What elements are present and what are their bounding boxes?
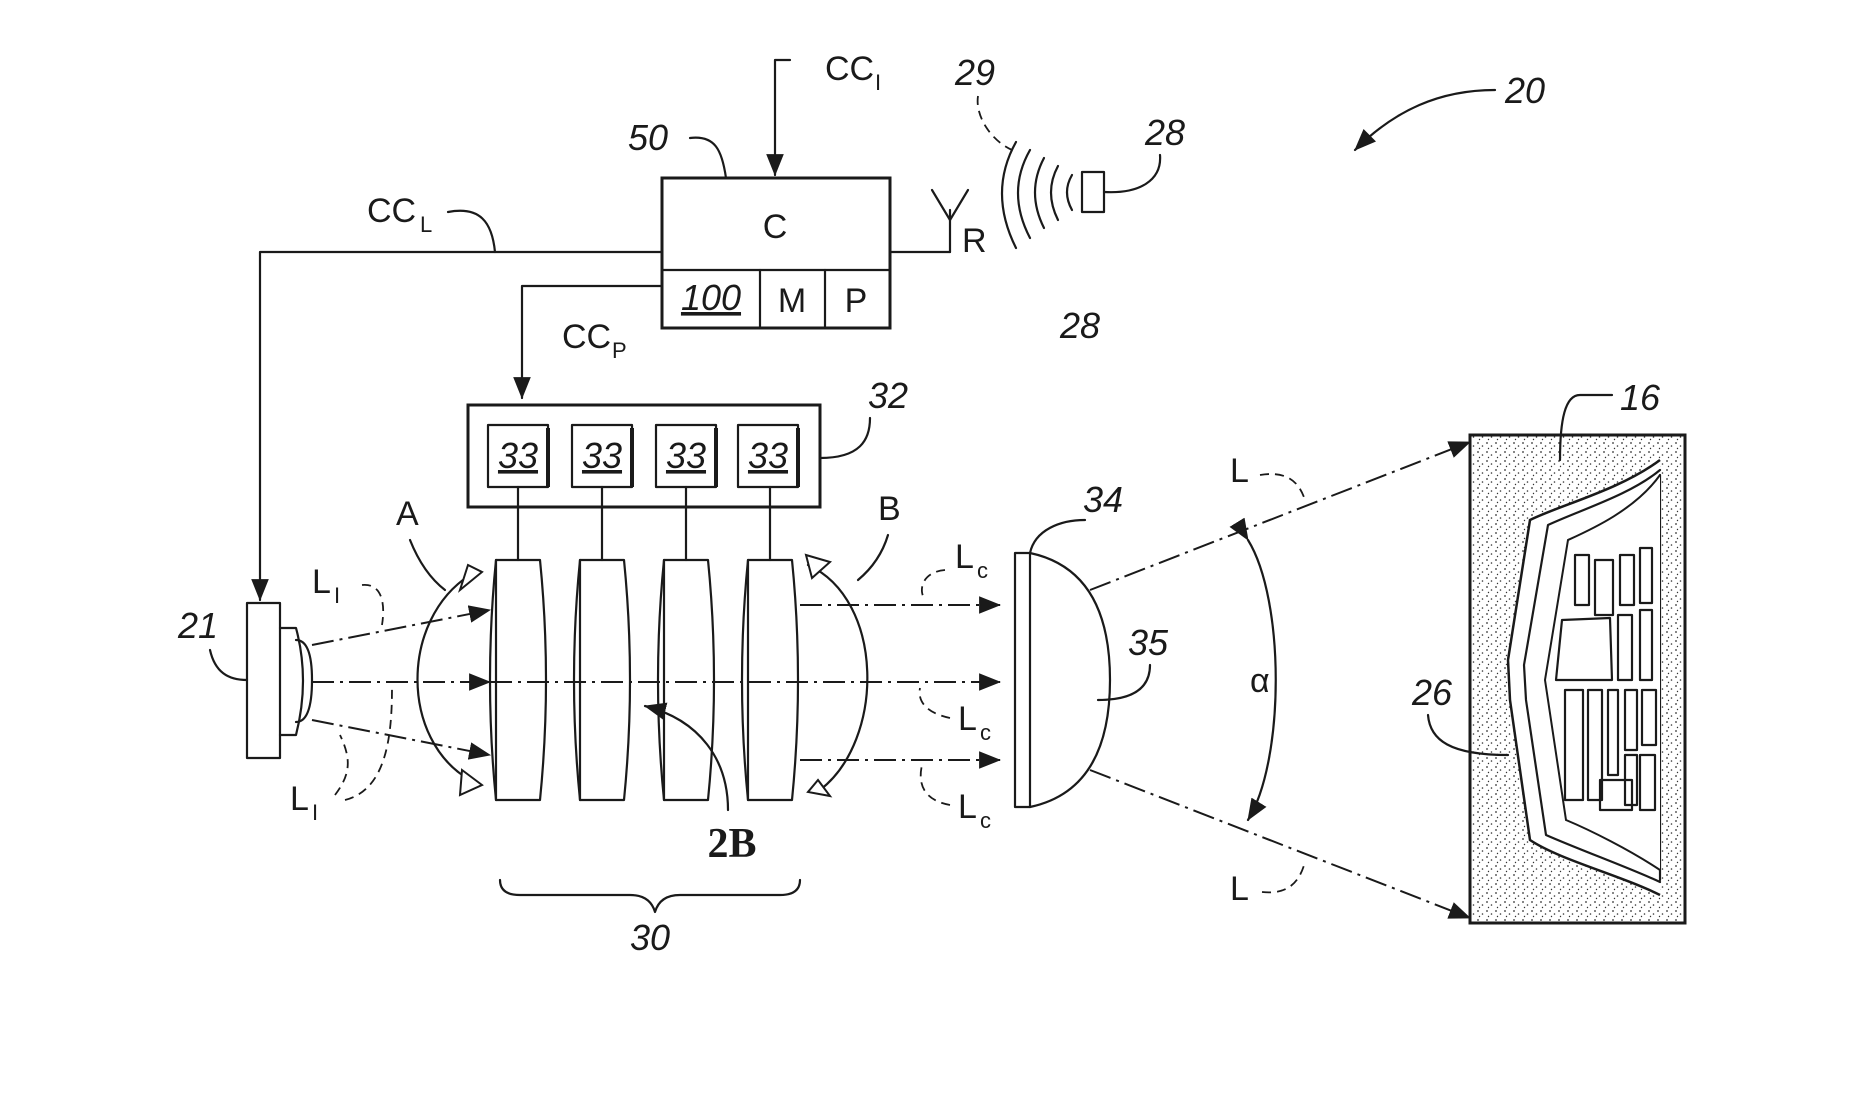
controller-block: C 100 M P — [662, 178, 890, 328]
input-signal-sub: I — [875, 70, 881, 95]
driver-cell-2: 33 — [582, 435, 622, 476]
driver-cell-3: 33 — [666, 435, 706, 476]
laser-signal-label: CC — [367, 192, 416, 230]
lens-ref: 34 — [1083, 479, 1123, 520]
processor-label: P — [845, 282, 868, 320]
angle-label: α — [1250, 662, 1270, 700]
image-ref: 26 — [1411, 672, 1453, 713]
controller-ref: 50 — [628, 117, 668, 158]
prism-stack — [490, 560, 798, 800]
driver-block: 33 33 33 33 — [468, 405, 820, 507]
detail-ref: 2B — [707, 821, 756, 867]
collimated-sub-1: c — [977, 558, 988, 583]
collimated-label-1: L — [955, 538, 974, 576]
collimated-label-2: L — [958, 700, 977, 738]
system-ref: 20 — [1504, 70, 1545, 111]
output-light-label-2: L — [1230, 870, 1249, 908]
controller-label: C — [763, 208, 788, 246]
collimated-sub-3: c — [980, 808, 991, 833]
initial-light-sub-2: I — [312, 800, 318, 825]
light-source — [247, 603, 312, 758]
prism-signal-label: CC — [562, 318, 611, 356]
initial-light-label-1: L — [312, 563, 331, 601]
wireless-device — [1002, 142, 1104, 248]
lens-surface-ref: 35 — [1128, 622, 1169, 663]
target-surface — [1470, 435, 1685, 923]
prism-stack-ref: 30 — [630, 917, 670, 958]
driver-cell-4: 33 — [748, 435, 788, 476]
collimated-sub-2: c — [980, 720, 991, 745]
device-ref: 28 — [1144, 112, 1185, 153]
module-label: 100 — [681, 277, 741, 318]
input-signal-label: CC — [825, 50, 874, 88]
device-ref-alt: 28 — [1059, 305, 1100, 346]
target-ref: 16 — [1620, 377, 1661, 418]
prism-signal-sub: P — [612, 338, 627, 363]
driver-cell-1: 33 — [498, 435, 538, 476]
memory-label: M — [778, 282, 806, 320]
initial-light-sub-1: I — [334, 583, 340, 608]
output-light-label-1: L — [1230, 452, 1249, 490]
driver-ref: 32 — [868, 375, 908, 416]
collimated-label-3: L — [958, 788, 977, 826]
rotation-b-label: B — [878, 490, 901, 528]
rotation-a-label: A — [396, 495, 419, 533]
signal-ref: 29 — [954, 52, 995, 93]
signal-waves-icon — [978, 96, 1012, 150]
initial-light-label-2: L — [290, 780, 309, 818]
antenna-icon — [890, 190, 968, 252]
antenna-label: R — [962, 222, 987, 260]
light-source-ref: 21 — [177, 605, 218, 646]
laser-signal-sub: L — [420, 212, 432, 237]
projection-lens — [1015, 553, 1110, 807]
